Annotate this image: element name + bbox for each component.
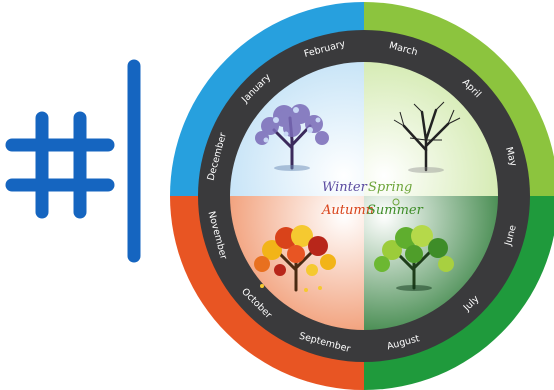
season-label-spring: Spring [368, 180, 412, 195]
season-label-summer: Summer [367, 203, 424, 218]
season-label-autumn: Autumn [321, 203, 374, 218]
month-label-may: May [503, 146, 519, 168]
bare-tree-icon [393, 101, 461, 173]
flower-icon [392, 198, 400, 206]
autumn-tree-icon [254, 225, 336, 292]
spring-quadrant [364, 62, 498, 196]
snowy-tree-icon [255, 104, 329, 171]
season-label-winter: Winter [322, 180, 368, 195]
summer-quadrant [364, 196, 498, 330]
green-tree-icon [374, 225, 454, 291]
month-label-june: June [503, 224, 519, 248]
